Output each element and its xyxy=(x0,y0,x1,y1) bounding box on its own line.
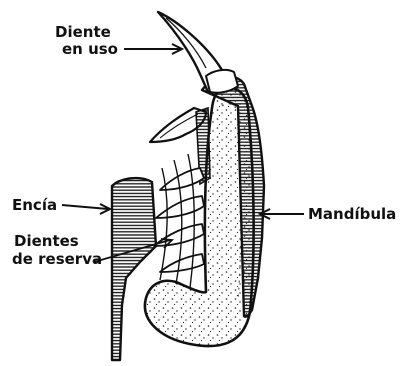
label-reserve-teeth-line2: de reserva xyxy=(12,250,102,268)
label-jaw: Mandíbula xyxy=(308,205,396,223)
label-tooth-in-use-line1: Diente xyxy=(55,23,111,41)
gum-hatched-region xyxy=(112,178,156,360)
arrow-jaw xyxy=(260,209,304,219)
tooth-in-use-base xyxy=(206,70,238,93)
label-tooth-in-use-line2: en uso xyxy=(62,40,118,58)
reserve-tooth-1 xyxy=(160,168,204,190)
arrow-tooth-in-use xyxy=(124,44,182,54)
label-reserve-teeth-line1: Dientes xyxy=(14,232,79,250)
arrow-gum xyxy=(62,204,110,214)
label-gum: Encía xyxy=(12,196,57,214)
reserve-tooth-4 xyxy=(160,254,204,272)
reserve-tooth-2 xyxy=(156,196,204,218)
